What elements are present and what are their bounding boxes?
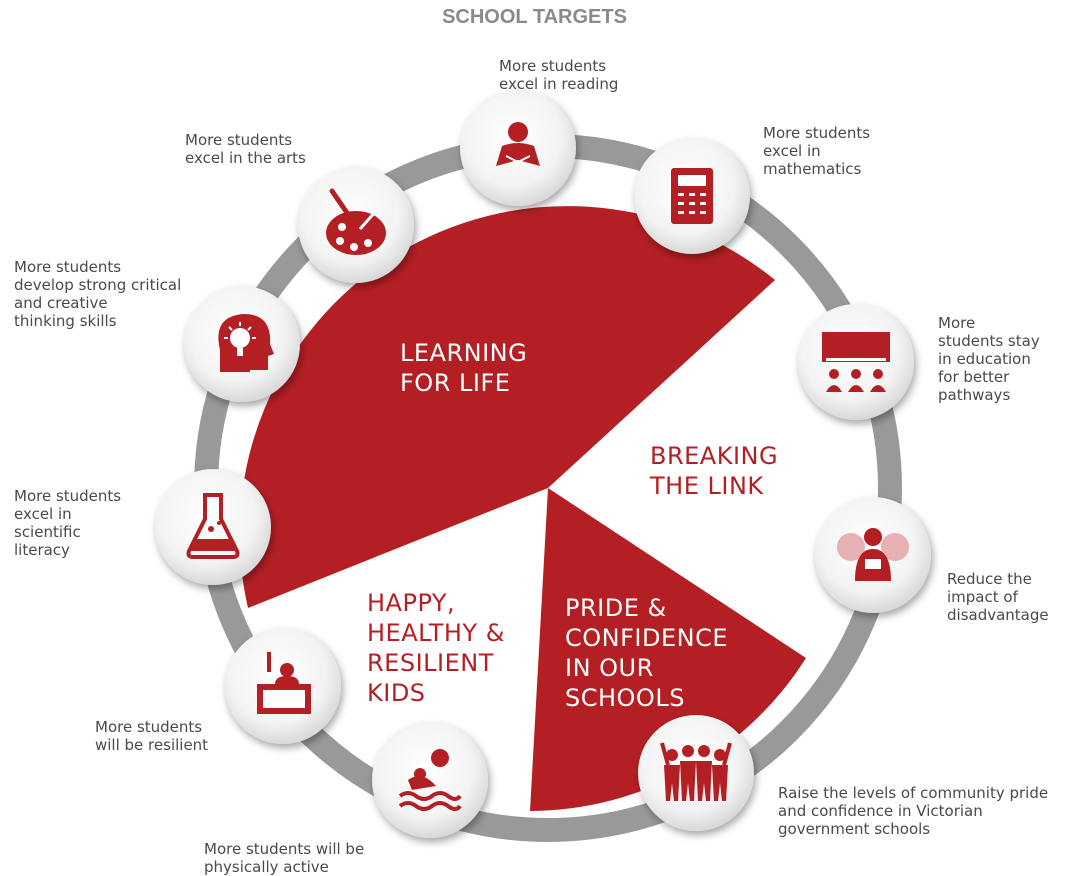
supported-student-icon: [837, 528, 909, 581]
target-button-active: [372, 722, 488, 838]
target-label-disadvantage: Reduce the impact of disadvantage: [947, 570, 1049, 624]
target-button-maths: [634, 138, 750, 254]
sector-pride-confidence: [530, 488, 806, 811]
sector-learning-for-life: [239, 206, 775, 608]
target-button-pride: [638, 715, 754, 831]
target-button-arts: [298, 167, 414, 283]
target-button-disadvantage: [815, 497, 931, 613]
reading-student-icon: [496, 122, 540, 166]
target-label-critical: More students develop strong critical an…: [14, 258, 182, 330]
target-label-active: More students will be physically active: [204, 840, 365, 876]
theme-happy-healthy-resilient: HAPPY, HEALTHY & RESILIENT KIDS: [367, 589, 505, 707]
target-label-reading: More students excel in reading: [499, 57, 619, 93]
target-button-critical: [184, 286, 300, 402]
target-button-science: [155, 469, 271, 585]
target-button-resilient: [225, 628, 341, 744]
classroom-icon: [822, 332, 890, 392]
community-group-icon: [660, 742, 732, 801]
paint-palette-icon: [326, 188, 386, 255]
student-at-desk-icon: [257, 652, 311, 714]
flask-icon: [186, 493, 240, 559]
diagram-title: SCHOOL TARGETS: [442, 6, 627, 28]
target-label-pathways: More students stay in education for bett…: [938, 314, 1040, 404]
target-label-resilient: More students will be resilient: [95, 718, 209, 754]
target-label-science: More students excel in scientific litera…: [14, 487, 122, 559]
target-label-pride: Raise the levels of community pride and …: [778, 784, 1049, 838]
theme-learning-for-life: LEARNING FOR LIFE: [400, 339, 528, 397]
theme-breaking-the-link: BREAKING THE LINK: [650, 442, 779, 500]
water-polo-icon: [398, 749, 462, 811]
target-button-pathways: [798, 304, 914, 420]
calculator-icon: [671, 168, 713, 224]
theme-pride-confidence: PRIDE & CONFIDENCE IN OUR SCHOOLS: [565, 594, 729, 712]
target-label-arts: More students excel in the arts: [185, 131, 306, 167]
target-button-reading: [460, 90, 576, 206]
lightbulb-head-icon: [218, 314, 274, 372]
target-label-maths: More students excel in mathematics: [763, 124, 871, 178]
